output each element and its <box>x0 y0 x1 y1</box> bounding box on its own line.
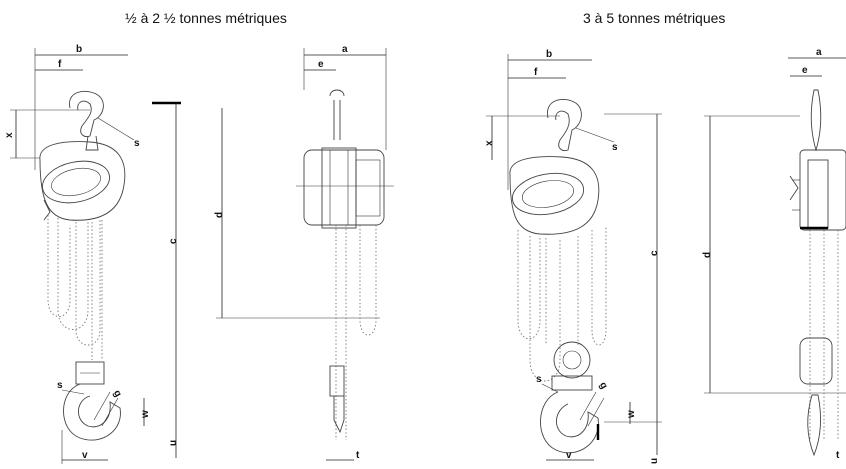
dim-label-e-right: e <box>802 65 808 76</box>
large-hoist-front-view: a e d t <box>702 47 846 461</box>
dim-label-t-right: t <box>836 450 840 461</box>
dim-label-e-left: e <box>318 59 324 70</box>
dim-label-s-top-left: s <box>134 138 140 149</box>
dim-label-x-left: x <box>4 132 15 138</box>
small-hoist-side-view: b f x s <box>4 44 181 464</box>
dim-label-u-left: u <box>168 440 179 446</box>
dim-label-w-left: w <box>140 410 151 419</box>
dim-label-f-right: f <box>534 67 538 78</box>
dim-label-d-left: d <box>214 212 225 218</box>
small-hoist-front-view: a e d t <box>214 44 394 461</box>
dim-label-d-right: d <box>702 252 713 258</box>
dim-label-s-bottom-right: s <box>536 374 542 385</box>
dim-label-a-right: a <box>816 47 822 58</box>
dim-label-f-left: f <box>58 59 62 70</box>
dim-label-x-right: x <box>484 140 495 146</box>
dim-label-g-right: g <box>597 380 610 391</box>
dim-label-t-left: t <box>356 450 360 461</box>
large-hoist-side-view: b f x s <box>484 49 662 464</box>
dim-label-w-right: w <box>626 410 637 419</box>
dim-label-a-left: a <box>342 44 348 55</box>
dim-label-s-top-right: s <box>612 142 618 153</box>
title-large-hoist: 3 à 5 tonnes métriques <box>583 10 726 26</box>
dim-label-u-right: u <box>649 458 660 464</box>
dim-label-c-right: c <box>649 250 660 256</box>
dim-label-g-left: g <box>111 388 124 399</box>
dim-label-s-bottom-left: s <box>57 380 63 391</box>
dim-label-c-left: c <box>168 238 179 244</box>
title-small-hoist: ½ à 2 ½ tonnes métriques <box>125 10 287 26</box>
dim-label-b-left: b <box>76 44 82 55</box>
dim-label-v-left: v <box>82 450 88 461</box>
dim-label-v-right: v <box>566 450 572 461</box>
dim-label-b-right: b <box>546 49 552 60</box>
